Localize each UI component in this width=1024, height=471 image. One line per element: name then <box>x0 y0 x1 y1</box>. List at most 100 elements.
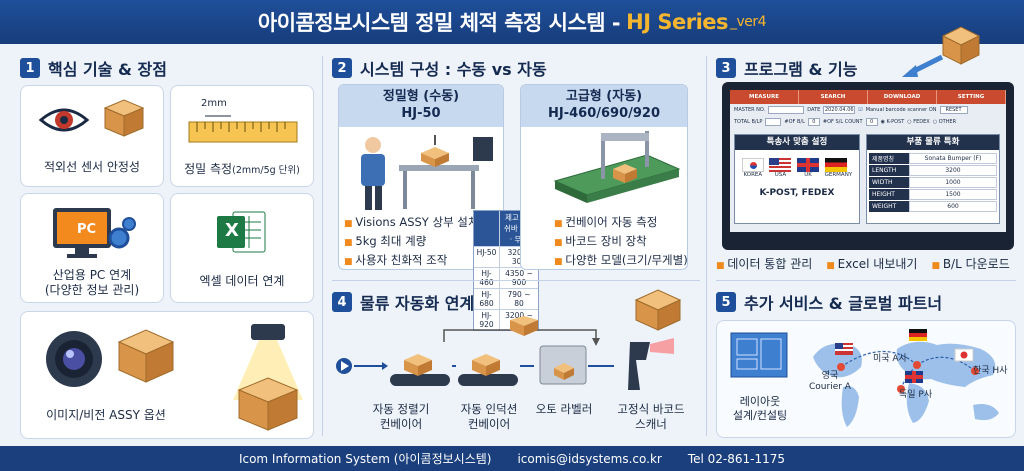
partner-germany-label: 독일 P사 <box>899 390 933 400</box>
box-icon <box>103 99 145 137</box>
footer-email[interactable]: icomis@idsystems.co.kr <box>517 451 662 466</box>
pc-text: PC <box>77 222 97 237</box>
box-icon <box>117 329 175 383</box>
divider <box>706 56 707 436</box>
bl-input[interactable]: 0 <box>807 118 820 126</box>
tab-measure[interactable]: MEASURE <box>730 90 799 104</box>
ruler-mark: 2mm <box>201 98 227 109</box>
courier-footer: K-POST, FEDEX <box>759 188 835 198</box>
manual-station-icon <box>361 135 493 210</box>
excel-icon <box>217 211 266 253</box>
excel-letter: X <box>225 220 239 241</box>
radio-fedex[interactable]: ○ FEDEX <box>907 119 930 125</box>
world-map-icon <box>813 329 999 427</box>
series-version: _ver4 <box>730 14 767 30</box>
tab-search[interactable]: SEARCH <box>799 90 868 104</box>
divider <box>332 280 700 281</box>
eye-icon <box>39 108 89 132</box>
divider <box>716 280 1016 281</box>
arrow-icon <box>902 55 944 77</box>
section4-title: 4 물류 자동화 연계 <box>332 290 474 314</box>
korea-flag-icon <box>954 348 974 362</box>
card-excel: X 엑셀 데이터 연계 <box>170 193 314 303</box>
count-input[interactable]: 0 <box>865 118 878 126</box>
flow-step-labeler: 오토 라벨러 <box>535 402 593 416</box>
card-ir-sensor: 적외선 센서 안정성 <box>20 85 164 187</box>
page-header: 아이콤정보시스템 정밀 체적 측정 시스템 - HJ Series _ver4 <box>0 0 1024 44</box>
footer-company: Icom Information System (아이콤정보시스템) <box>238 452 492 466</box>
usa-flag-icon <box>769 158 792 172</box>
section3-title: 3 프로그램 & 기능 <box>716 56 857 80</box>
uk-flag-icon <box>797 158 820 172</box>
vision-scanner-icon <box>233 324 303 431</box>
courier-panel: 특송사 맞춤 설정 KOREA USA UK GERMANY K-POST, F… <box>734 134 860 224</box>
tab-setting[interactable]: SETTING <box>937 90 1006 104</box>
partner-korea-label: 한국 H사 <box>973 366 1008 376</box>
card-excel-label: 엑셀 데이터 연계 <box>199 274 285 288</box>
tab-download[interactable]: DOWNLOAD <box>868 90 937 104</box>
conveyor-station-icon <box>553 131 681 203</box>
card-pc-label: 산업용 PC 연계 (다양한 정보 관리) <box>44 268 140 297</box>
master-no-input[interactable] <box>768 106 805 114</box>
box-icon <box>941 26 981 65</box>
germany-flag-icon <box>824 158 847 172</box>
panel-manual-header: 정밀형 (수동) HJ-50 <box>339 85 503 127</box>
reset-button[interactable]: RESET <box>939 106 968 114</box>
germany-flag-icon <box>909 329 927 341</box>
partner-usa-label: 미국 A사 <box>873 354 907 364</box>
panel-auto-header: 고급형 (자동) HJ-460/690/920 <box>521 85 687 127</box>
camera-lens-icon <box>46 331 102 387</box>
auto-bullets: 컨베이어 자동 측정 바코드 장비 장착 다양한 모델(크기/무게별) <box>554 214 687 271</box>
radio-kpost[interactable]: ◉ K-POST <box>880 119 905 125</box>
section2-title: 2 시스템 구성 : 수동 vs 자동 <box>332 56 547 80</box>
usa-flag-icon <box>835 343 853 355</box>
radio-other[interactable]: ○ OTHER <box>932 119 957 125</box>
card-industrial-pc: PC 산업용 PC 연계 (다양한 정보 관리) <box>20 193 164 303</box>
program-tabs: MEASURE SEARCH DOWNLOAD SETTING <box>730 90 1006 104</box>
section1-title: 1 핵심 기술 & 장점 <box>20 56 167 80</box>
card-precision: 2mm 정밀 측정(2mm/5g 단위) <box>170 85 314 187</box>
checkbox-icon[interactable]: ☑ <box>858 107 863 113</box>
card-ir-label: 적외선 센서 안정성 <box>44 160 140 174</box>
footer-tel[interactable]: Tel 02-861-1175 <box>687 451 786 466</box>
program-monitor: MEASURE SEARCH DOWNLOAD SETTING MASTER N… <box>722 82 1014 250</box>
series-name: HJ Series <box>626 10 729 34</box>
program-features: 데이터 통합 관리 Excel 내보내기 B/L 다운로드 <box>716 255 1009 272</box>
korea-flag-icon <box>741 158 764 172</box>
blueprint-icon <box>730 332 788 378</box>
page-footer: Icom Information System (아이콤정보시스템) icomi… <box>0 446 1024 471</box>
pc-monitor-icon <box>53 208 136 258</box>
total-input[interactable] <box>765 118 782 126</box>
date-input[interactable]: 2020.04.06 <box>823 106 856 114</box>
ruler-icon <box>188 115 298 143</box>
program-screen: MEASURE SEARCH DOWNLOAD SETTING MASTER N… <box>730 90 1006 232</box>
divider <box>322 56 323 436</box>
flag-row: KOREA USA UK GERMANY <box>735 150 859 178</box>
uk-flag-icon <box>905 371 923 383</box>
card-vision-label: 이미지/비전 ASSY 옵션 <box>46 408 166 422</box>
card-vision: 이미지/비전 ASSY 옵션 <box>20 311 314 439</box>
page-title: 아이콤정보시스템 정밀 체적 측정 시스템 - <box>257 11 621 35</box>
box-icon <box>634 289 682 331</box>
card-precision-label: 정밀 측정(2mm/5g 단위) <box>184 162 300 176</box>
automation-flow <box>336 316 674 390</box>
